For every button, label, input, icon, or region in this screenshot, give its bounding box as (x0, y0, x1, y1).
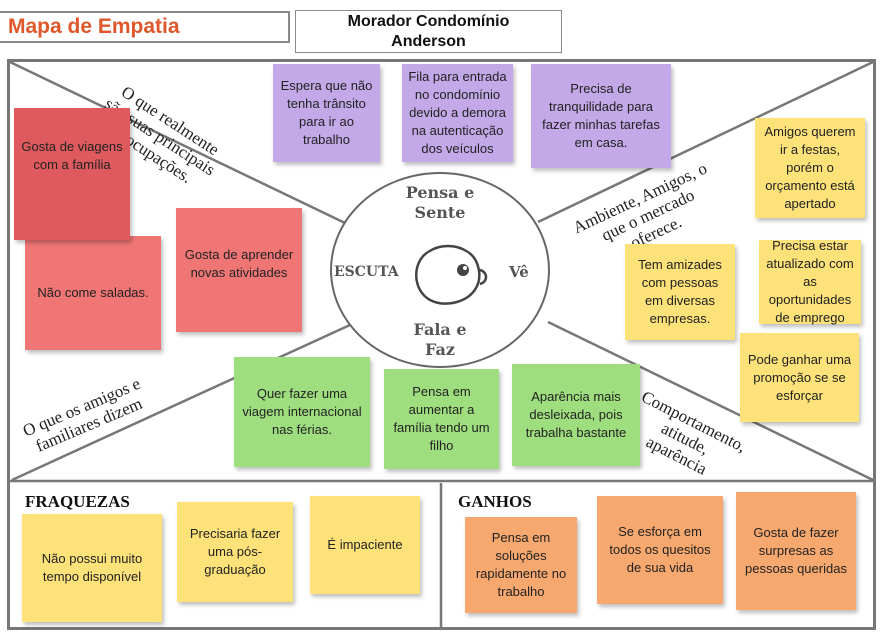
sticky-note-ve: Amigos querem ir a festas, porém o orçam… (755, 118, 865, 218)
persona-line-1: Morador Condomínio (347, 12, 510, 30)
sticky-note-fraqueza: Precisaria fazer uma pós-graduação (177, 502, 293, 602)
sticky-note-ganho: Pensa em soluções rapidamente no trabalh… (465, 517, 577, 613)
sticky-note-ganho: Gosta de fazer surpresas as pessoas quer… (736, 492, 856, 610)
sticky-note-ve: Pode ganhar uma promoção se se esforçar (740, 333, 859, 422)
pensa-line-1: Pensa e (405, 183, 475, 202)
sticky-note-pensa: Precisa de tranquilidade para fazer minh… (531, 64, 671, 168)
sticky-note-fala: Pensa em aumentar a família tendo um fil… (384, 369, 499, 469)
face-icon (415, 244, 488, 305)
fala-line-2: Faz (425, 340, 455, 359)
sticky-note-escuta: Gosta de aprender novas atividades (176, 208, 302, 332)
sticky-note-escuta: Não come saladas. (25, 236, 161, 350)
fraquezas-title: FRAQUEZAS (25, 492, 130, 511)
persona-box: Morador Condomínio Anderson (295, 10, 562, 53)
pensa-line-2: Sente (414, 203, 466, 222)
escuta-label: ESCUTA (334, 264, 399, 280)
ganhos-title: GANHOS (458, 492, 532, 511)
pensa-sente-label: Pensa e Sente (380, 183, 500, 223)
sticky-note-escuta: Gosta de viagens com a família (14, 108, 130, 240)
title-box (0, 11, 290, 43)
sticky-note-pensa: Espera que não tenha trânsito para ir ao… (273, 64, 380, 162)
sticky-note-fraqueza: É impaciente (310, 496, 420, 594)
center-circle (330, 172, 550, 368)
sticky-note-ganho: Se esforça em todos os quesitos de sua v… (597, 496, 723, 604)
sticky-note-ve: Precisa estar atualizado com as oportuni… (759, 238, 861, 325)
page-title: Mapa de Empatia (8, 15, 180, 38)
sticky-note-fala: Aparência mais desleixada, pois trabalha… (512, 364, 640, 466)
ve-label: Vê (509, 263, 529, 281)
fala-faz-label: Fala e Faz (380, 320, 500, 360)
sticky-note-ve: Tem amizades com pessoas em diversas emp… (625, 244, 735, 340)
fala-line-1: Fala e (413, 320, 467, 339)
sticky-note-fala: Quer fazer uma viagem internacional nas … (234, 357, 370, 467)
sticky-note-pensa: Fila para entrada no condomínio devido a… (402, 64, 513, 162)
persona-line-2: Anderson (391, 32, 466, 50)
sticky-note-fraqueza: Não possui muito tempo disponível (22, 514, 162, 622)
